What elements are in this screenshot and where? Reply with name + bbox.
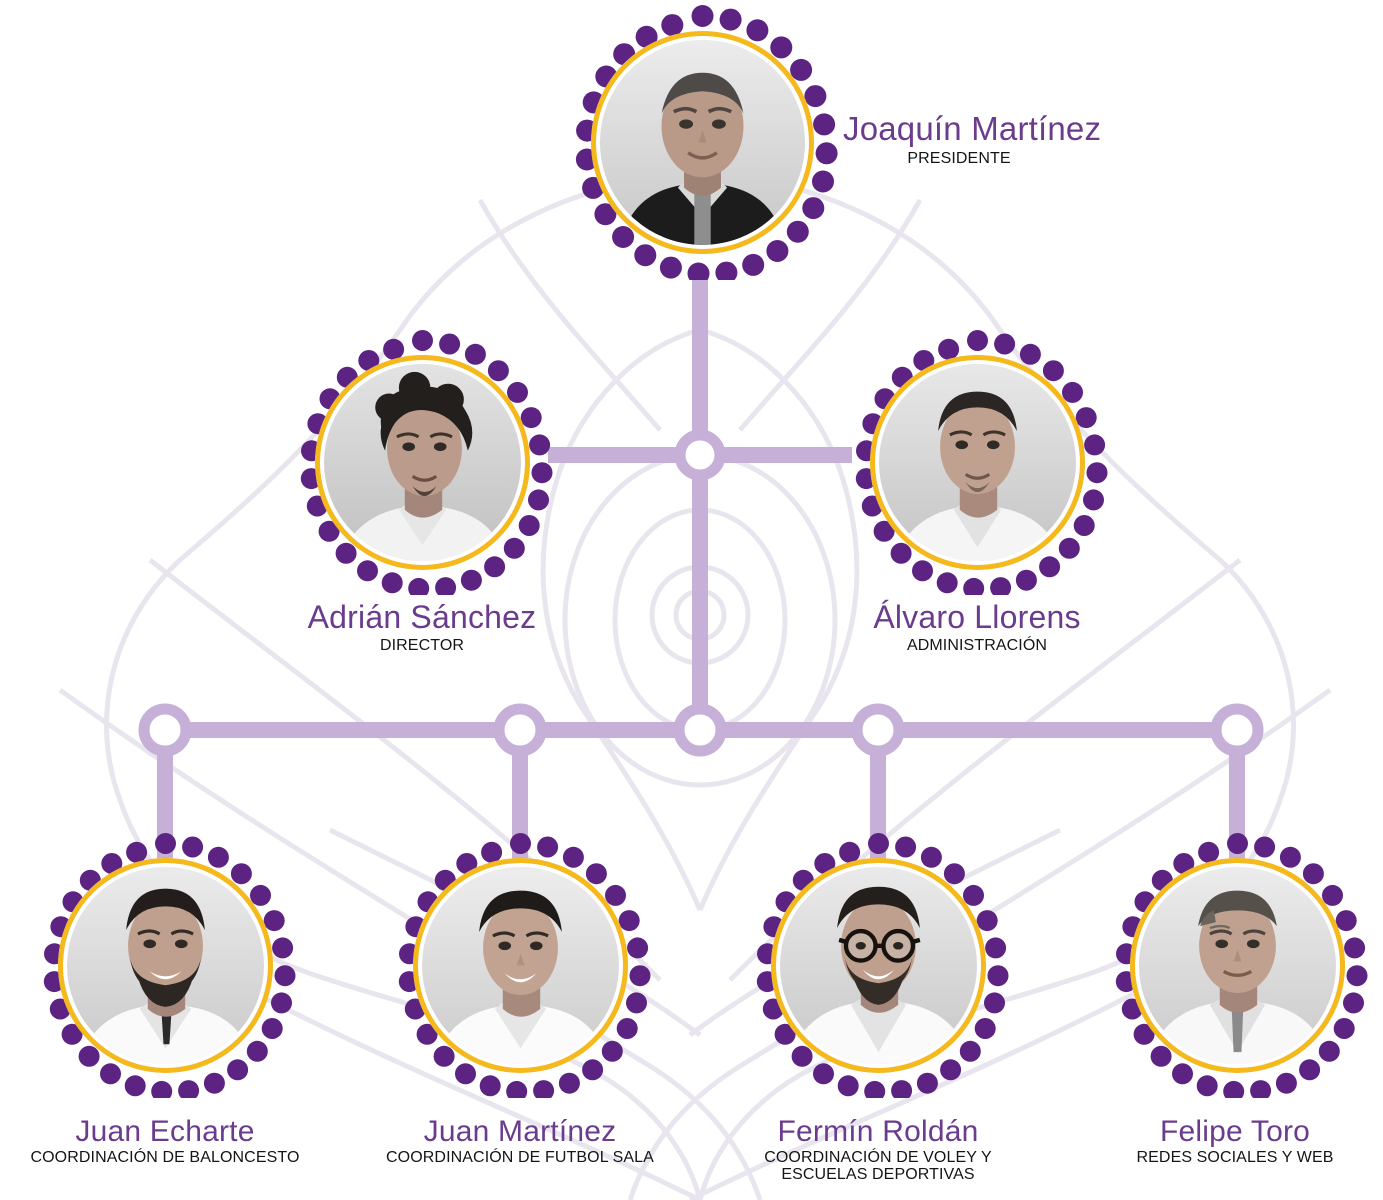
person-role: ADMINISTRACIÓN xyxy=(906,636,1048,654)
org-node-president[interactable] xyxy=(565,5,840,280)
portrait-frame xyxy=(870,355,1085,570)
person-name: Juan Martínez xyxy=(423,1115,617,1148)
avatar xyxy=(1105,833,1370,1098)
portrait-photo xyxy=(67,867,264,1064)
org-node-director[interactable] xyxy=(290,330,555,595)
person-role: REDES SOCIALES Y WEB xyxy=(1136,1148,1334,1166)
portrait-frame xyxy=(591,31,814,254)
label-social-media: Felipe Toro REDES SOCIALES Y WEB xyxy=(1090,1116,1380,1166)
person-name: Álvaro Llorens xyxy=(873,599,1081,635)
org-node-coordinator-volley[interactable] xyxy=(746,833,1011,1098)
avatar xyxy=(33,833,298,1098)
portrait-photo xyxy=(600,40,805,245)
portrait-photo xyxy=(422,867,619,1064)
person-name: Joaquín Martínez xyxy=(843,110,1102,147)
label-director: Adrián Sánchez DIRECTOR xyxy=(272,599,572,655)
portrait-frame xyxy=(315,355,530,570)
label-coordinator-basketball: Juan Echarte COORDINACIÓN DE BALONCESTO xyxy=(10,1116,320,1166)
portrait-frame xyxy=(413,858,628,1073)
portrait-photo xyxy=(1139,867,1336,1064)
portrait-photo xyxy=(324,364,521,561)
avatar xyxy=(746,833,1011,1098)
avatar xyxy=(290,330,555,595)
portrait-frame xyxy=(1130,858,1345,1073)
label-president: Joaquín Martínez PRESIDENTE xyxy=(843,110,1173,168)
person-name: Juan Echarte xyxy=(75,1115,255,1148)
person-role: COORDINACIÓN DE BALONCESTO xyxy=(30,1148,300,1166)
person-role: PRESIDENTE xyxy=(907,149,1011,167)
person-name: Felipe Toro xyxy=(1159,1115,1311,1148)
portrait-frame xyxy=(771,858,986,1073)
org-node-coordinator-futsal[interactable] xyxy=(388,833,653,1098)
org-node-social-media[interactable] xyxy=(1105,833,1370,1098)
person-role-line-2: ESCUELAS DEPORTIVAS xyxy=(781,1166,975,1184)
label-administration: Álvaro Llorens ADMINISTRACIÓN xyxy=(822,599,1132,655)
portrait-photo xyxy=(780,867,977,1064)
org-node-coordinator-basketball[interactable] xyxy=(33,833,298,1098)
avatar xyxy=(388,833,653,1098)
person-role-line-1: COORDINACIÓN DE VOLEY Y xyxy=(764,1148,992,1166)
portrait-frame xyxy=(58,858,273,1073)
label-coordinator-futsal: Juan Martínez COORDINACIÓN DE FUTBOL SAL… xyxy=(370,1116,670,1166)
avatar xyxy=(845,330,1110,595)
person-role: DIRECTOR xyxy=(379,636,465,654)
org-node-administration[interactable] xyxy=(845,330,1110,595)
person-role: COORDINACIÓN DE FUTBOL SALA xyxy=(386,1148,654,1166)
person-name: Adrián Sánchez xyxy=(307,599,537,635)
portrait-photo xyxy=(879,364,1076,561)
person-name: Fermín Roldán xyxy=(777,1115,979,1148)
avatar xyxy=(565,5,840,280)
label-coordinator-volley: Fermín Roldán COORDINACIÓN DE VOLEY Y ES… xyxy=(728,1116,1028,1184)
